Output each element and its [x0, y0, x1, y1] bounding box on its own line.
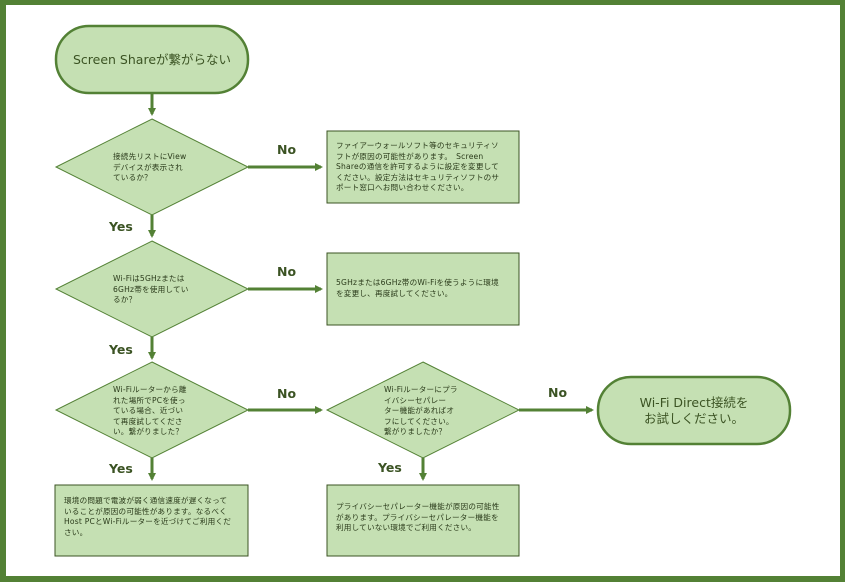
- box-4-shape: [326, 484, 520, 557]
- box-2-text: 5GHzまたは6GHz帯のWi-Fiを使うように環境 を変更し、再度試してくださ…: [336, 278, 499, 298]
- decision-4-text: Wi-Fiルーターにプラ イバシーセパレー ター機能があればオ フにしてください…: [384, 385, 458, 437]
- label-no-2: No: [277, 264, 297, 279]
- box-1-text: ファイアーウォールソフト等のセキュリティソ フトが原因の可能性があります。 Sc…: [336, 141, 500, 193]
- end-label: Wi-Fi Direct接続を お試しください。: [639, 394, 749, 426]
- decision-3-text: Wi-Fiルーターから離 れた場所でPCを使っ ている場合、近づい て再度試して…: [113, 385, 187, 437]
- box-4-text: プライバシーセパレーター機能が原因の可能性 があります。プライバシーセパレーター…: [336, 502, 500, 533]
- label-yes-4: Yes: [378, 460, 402, 475]
- box-3-shape: [54, 484, 249, 557]
- decision-1-text: 接続先リストにView デバイスが表示され ているか？: [113, 152, 187, 183]
- label-no-4: No: [548, 385, 568, 400]
- label-yes-2: Yes: [109, 342, 133, 357]
- end-terminator: [596, 375, 792, 446]
- label-yes-1: Yes: [109, 219, 133, 234]
- decision-2-text: Wi-Fiは5GHzまたは 6GHz帯を使用してい るか？: [113, 274, 189, 305]
- box-2-shape: [326, 252, 520, 326]
- start-label: Screen Shareが繋がらない: [72, 51, 232, 67]
- box-3-text: 環境の問題で電波が弱く通信速度が遅くなって いることが原因の可能性があります。な…: [64, 496, 232, 537]
- box-1-shape: [326, 130, 520, 204]
- label-yes-3: Yes: [109, 461, 133, 476]
- label-no-3: No: [277, 386, 297, 401]
- label-no-1: No: [277, 142, 297, 157]
